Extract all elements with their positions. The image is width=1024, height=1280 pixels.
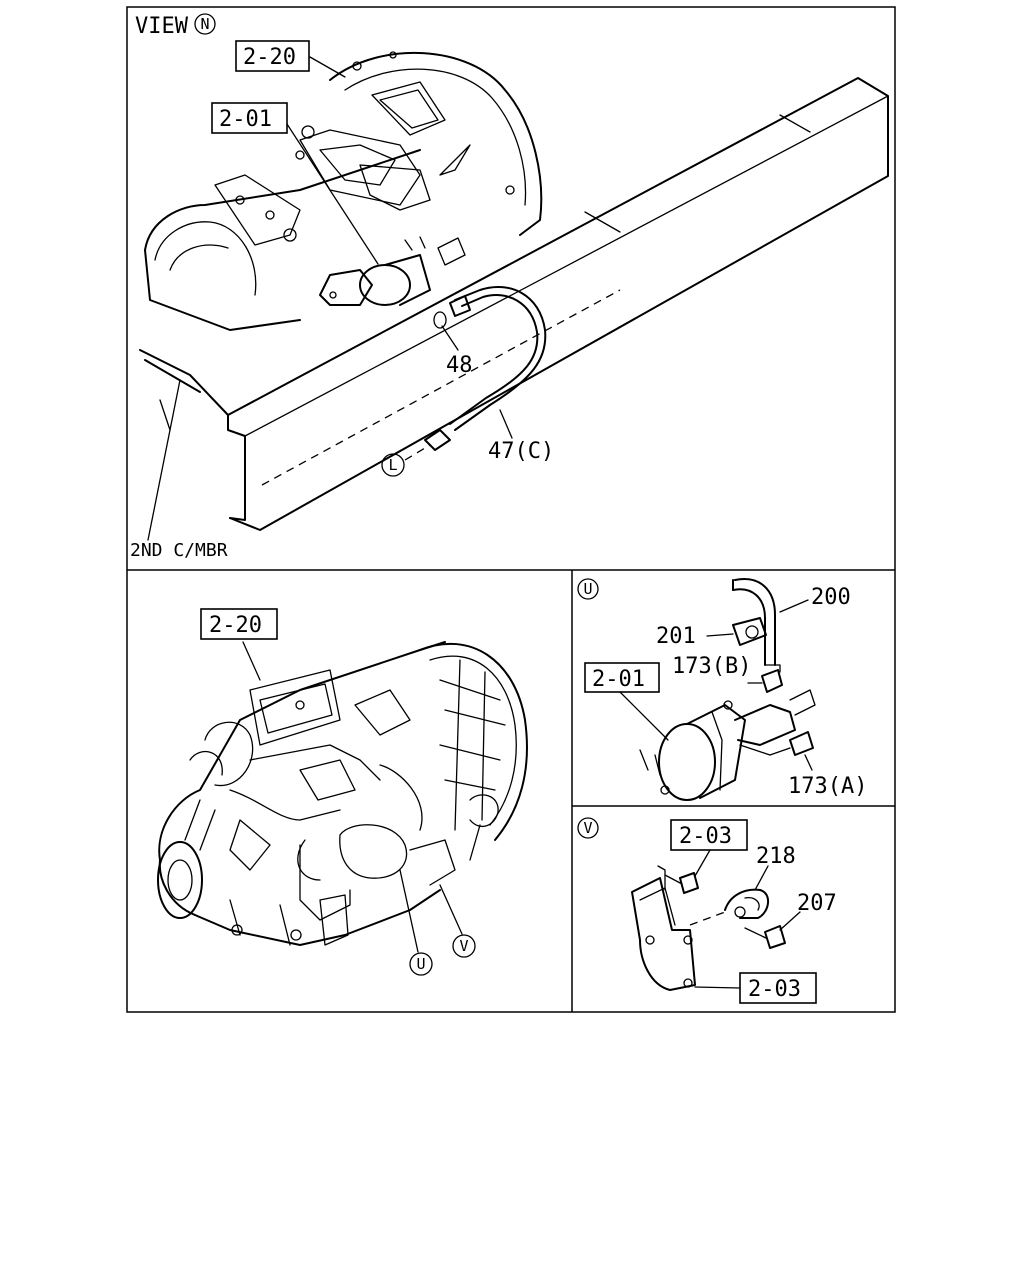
svg-text:2-03: 2-03 — [748, 977, 801, 1002]
member-label: 2ND C/MBR — [130, 540, 228, 561]
part-173a-dash-leader — [769, 747, 791, 756]
bell-housing — [329, 51, 543, 236]
svg-text:N: N — [200, 15, 209, 33]
part-47c-label: 47(C) — [488, 439, 554, 464]
frame-rail — [139, 77, 889, 531]
member-leader — [147, 379, 181, 541]
diagram-frame — [126, 6, 896, 1013]
view-marker-n: N — [194, 13, 216, 35]
overview-ref-2-20-leader — [242, 641, 261, 681]
marker-l: L — [381, 453, 405, 477]
detail-v-ref-2-03-bottom-box: 2-03 — [739, 972, 817, 1004]
part-218-label: 218 — [756, 844, 796, 869]
overview-panel: 2-20 U V — [157, 608, 528, 976]
part-207-label: 207 — [797, 891, 837, 916]
detail-v-marker: V — [577, 817, 599, 839]
part-47c-leader — [499, 409, 513, 439]
view-title: VIEW — [135, 14, 189, 39]
bracket — [631, 865, 696, 991]
clip-218 — [724, 888, 769, 919]
svg-text:2-20: 2-20 — [209, 613, 262, 638]
svg-text:V: V — [583, 819, 592, 837]
part-218-leader — [754, 865, 769, 891]
view-n-panel: VIEW N 2ND C/MBR — [130, 13, 889, 561]
svg-text:2-20: 2-20 — [243, 45, 296, 70]
part-201-leader — [706, 633, 734, 637]
master-cylinder — [639, 689, 816, 801]
bolt — [664, 872, 699, 894]
svg-text:2-03: 2-03 — [679, 824, 732, 849]
marker-u-leader — [399, 869, 419, 953]
ref-2-01-leader-u — [619, 691, 669, 741]
ref-2-01-leader — [286, 123, 379, 265]
part-48-washer — [433, 311, 447, 329]
part-201-label: 201 — [656, 624, 696, 649]
svg-text:U: U — [583, 580, 592, 598]
overview-marker-u: U — [409, 952, 433, 976]
ref-2-03-bottom-leader — [694, 986, 741, 989]
detail-v-panel: V 2-03 218 — [577, 817, 837, 1004]
part-173b-label: 173(B) — [672, 654, 751, 679]
marker-v-leader — [439, 884, 463, 935]
svg-text:2-01: 2-01 — [592, 667, 645, 692]
detail-u-panel: U 200 201 173(B) — [577, 578, 867, 801]
bolt-207 — [744, 925, 786, 949]
fitting-173b — [761, 664, 783, 693]
clutch-pipe — [424, 285, 547, 451]
detail-v-ref-2-03-top-box: 2-03 — [670, 819, 748, 851]
transmission-body — [144, 125, 431, 331]
detail-u-marker: U — [577, 578, 599, 600]
svg-text:V: V — [459, 937, 468, 955]
part-207-leader — [779, 911, 801, 931]
ref-2-01-box: 2-01 — [211, 102, 288, 134]
part-48-label: 48 — [446, 353, 473, 378]
part-48-leader — [441, 325, 459, 351]
ref-2-20-leader — [309, 56, 346, 78]
transmission-assembly — [157, 641, 528, 946]
svg-text:U: U — [416, 955, 425, 973]
part-173a-label: 173(A) — [788, 774, 867, 799]
ref-2-20-box: 2-20 — [235, 40, 310, 72]
hose-200 — [732, 578, 776, 666]
part-173a-leader — [804, 754, 813, 771]
overview-marker-v: V — [452, 934, 476, 958]
clip-dash — [689, 911, 726, 926]
clip-201 — [732, 617, 767, 646]
svg-text:L: L — [388, 456, 397, 474]
clutch-slave-cylinder — [319, 236, 466, 306]
fitting-173a — [789, 731, 814, 756]
part-200-leader — [779, 599, 809, 613]
detail-u-ref-2-01-box: 2-01 — [584, 662, 660, 693]
ref-2-03-top-leader — [694, 849, 711, 877]
part-200-label: 200 — [811, 585, 851, 610]
svg-text:2-01: 2-01 — [219, 107, 272, 132]
overview-ref-2-20-box: 2-20 — [200, 608, 278, 640]
marker-l-leader — [404, 444, 431, 461]
